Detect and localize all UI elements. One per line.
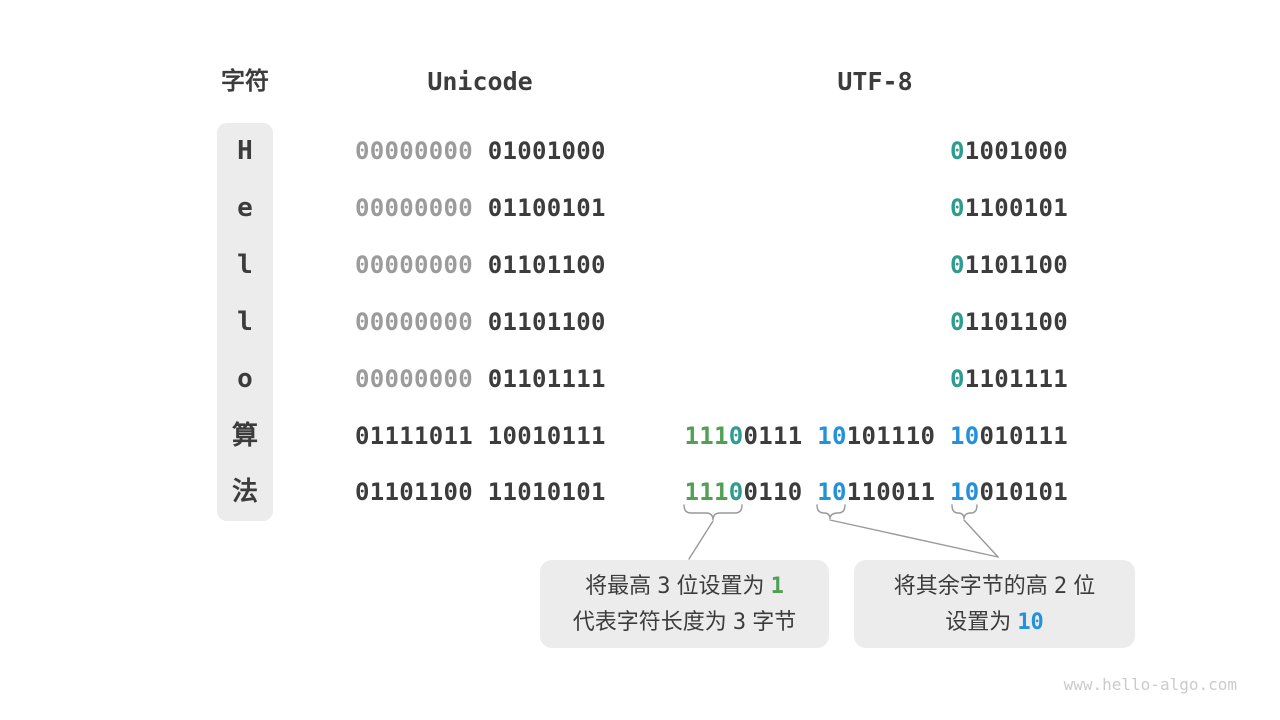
utf8-binary: 11100111 10101110 10010111 [685, 408, 1069, 465]
unicode-binary: 00000000 01100101 [355, 180, 606, 237]
binary-segment: 0 [950, 137, 965, 165]
binary-segment: 10 [1017, 610, 1044, 635]
callout-line: 将最高 3 位设置为 1 [540, 568, 829, 604]
utf8-binary: 01101111 [950, 351, 1068, 408]
binary-segment: 位 [1067, 573, 1096, 598]
table-row: H 00000000 01001000 01001000 [0, 123, 1280, 180]
binary-segment: 0111 [743, 421, 818, 450]
table-row: 法 01101100 11010101 11100110 10110011 10… [0, 464, 1280, 521]
unicode-binary: 00000000 01101100 [355, 294, 606, 351]
binary-segment: 1 [770, 574, 784, 599]
table-row: o 00000000 01101111 01101111 [0, 351, 1280, 408]
binary-segment: 字节 [746, 609, 797, 634]
binary-segment: 设置为 [945, 609, 1018, 634]
binary-segment: 00000000 [355, 137, 488, 165]
binary-segment: 0 [728, 421, 744, 450]
binary-segment: 1101111 [964, 364, 1068, 393]
binary-segment: 0 [728, 478, 744, 507]
binary-segment: 00000000 [355, 307, 488, 336]
character-cell: e [237, 192, 253, 223]
character-cell: l [237, 306, 253, 337]
binary-segment: 10 [817, 421, 847, 450]
utf8-binary: 01001000 [950, 123, 1068, 180]
utf8-binary: 01101100 [950, 237, 1068, 294]
callout-line: 将其余字节的高 2 位 [854, 568, 1135, 604]
binary-segment: 00000000 [355, 193, 488, 222]
binary-segment: 010111 [979, 421, 1068, 450]
utf8-binary: 01101100 [950, 294, 1068, 351]
binary-segment: 1101100 [964, 307, 1068, 336]
table-row: l 00000000 01101100 01101100 [0, 294, 1280, 351]
binary-segment: 0 [950, 250, 965, 279]
header-unicode: Unicode [427, 67, 533, 96]
binary-segment: 2 [1053, 574, 1068, 599]
callout-continuation-bits: 将其余字节的高 2 位 设置为 10 [854, 560, 1135, 648]
binary-segment: 0110 [743, 478, 818, 507]
binary-segment: 00000000 [355, 250, 488, 279]
watermark: www.hello-algo.com [1063, 675, 1237, 694]
table-row: 算 01111011 10010111 11100111 10101110 10… [0, 408, 1280, 465]
table-row: e 00000000 01100101 01100101 [0, 180, 1280, 237]
binary-segment: 10 [950, 478, 980, 507]
binary-segment: 位设置为 [670, 573, 771, 598]
callout-line: 设置为 10 [854, 604, 1135, 640]
binary-segment: 将其余字节的高 [893, 573, 1054, 598]
utf8-binary: 11100110 10110011 10010101 [685, 464, 1069, 521]
callout-three-high-bits: 将最高 3 位设置为 1 代表字符长度为 3 字节 [540, 560, 829, 648]
connector-line-prefix [688, 520, 714, 560]
utf8-binary: 01100101 [950, 180, 1068, 237]
binary-segment: 111 [684, 478, 729, 507]
binary-segment: 3 [732, 610, 747, 635]
binary-segment: 将最高 [585, 573, 658, 598]
character-cell: 法 [231, 477, 258, 508]
binary-segment: 10 [817, 478, 847, 507]
connector-line-cont-2 [963, 519, 999, 558]
binary-segment: 101110 [846, 421, 950, 450]
binary-segment: 0 [950, 193, 965, 222]
binary-segment: 0 [950, 364, 965, 393]
table-row: l 00000000 01101100 01101100 [0, 237, 1280, 294]
character-cell: o [237, 363, 253, 394]
binary-segment: 01101100 11010101 [355, 478, 606, 507]
binary-segment: 00000000 [355, 364, 488, 393]
binary-segment: 01101111 [487, 364, 606, 393]
binary-segment: 010101 [979, 478, 1068, 507]
binary-segment: 0 [950, 307, 965, 336]
binary-segment: 10 [950, 421, 980, 450]
connector-line-cont-1 [829, 519, 999, 558]
character-cell: H [237, 136, 253, 166]
header-char: 字符 [221, 68, 269, 95]
binary-segment: 1100101 [964, 193, 1068, 222]
unicode-binary: 01111011 10010111 [355, 408, 606, 465]
binary-segment: 110011 [846, 478, 950, 507]
binary-segment: 111 [684, 421, 729, 450]
binary-segment: 1101100 [964, 250, 1068, 279]
binary-segment: 01100101 [487, 193, 606, 222]
binary-segment: 3 [657, 574, 671, 599]
binary-segment: 01101100 [487, 307, 606, 336]
char-column-background [217, 123, 273, 521]
unicode-binary: 00000000 01001000 [355, 123, 606, 180]
binary-segment: 代表字符长度为 [572, 609, 733, 634]
unicode-binary: 00000000 01101100 [355, 237, 606, 294]
header-utf8: UTF-8 [837, 67, 913, 96]
binary-segment: 01111011 10010111 [355, 421, 606, 450]
callout-line: 代表字符长度为 3 字节 [540, 604, 829, 640]
binary-segment: 01001000 [487, 137, 606, 165]
unicode-binary: 00000000 01101111 [355, 351, 606, 408]
binary-segment: 01101100 [487, 250, 606, 279]
character-cell: l [237, 249, 253, 280]
unicode-binary: 01101100 11010101 [355, 464, 606, 521]
binary-segment: 1001000 [964, 137, 1068, 165]
character-cell: 算 [231, 420, 258, 451]
